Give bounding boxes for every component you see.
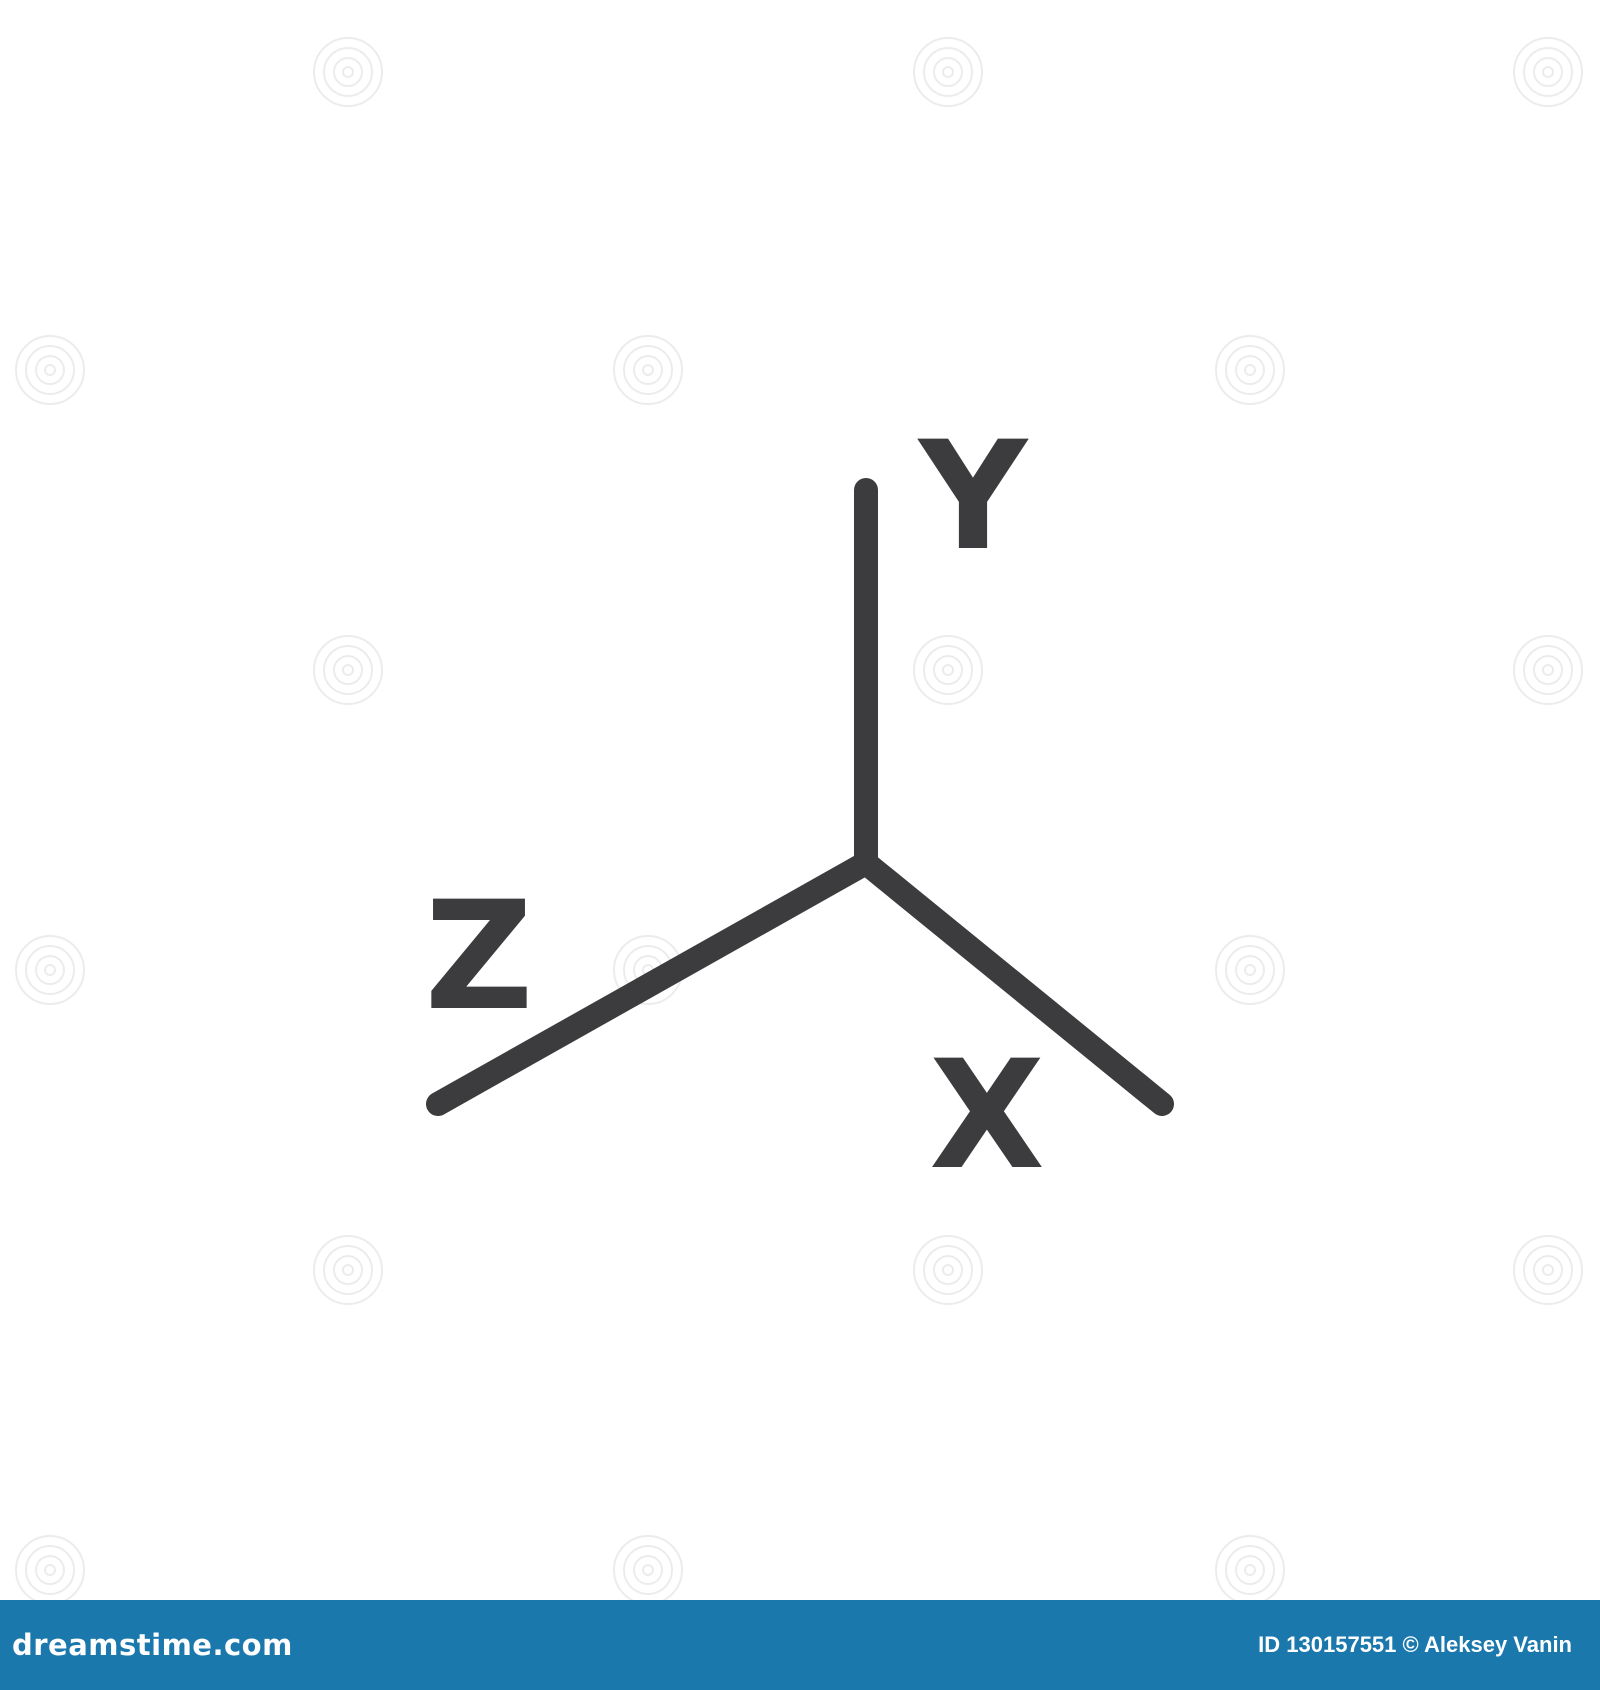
spiral-watermark-icon: [333, 1255, 363, 1285]
spiral-watermark-icon: [623, 1545, 673, 1595]
spiral-watermark-icon: [613, 1535, 683, 1600]
footer-bar: dreamstime.com ID 130157551 © Aleksey Va…: [0, 1600, 1600, 1690]
spiral-watermark-icon: [333, 655, 363, 685]
spiral-watermark-icon: [933, 1255, 963, 1285]
spiral-watermark-icon: [313, 37, 383, 107]
spiral-watermark-icon: [44, 964, 56, 976]
spiral-watermark-icon: [342, 1264, 354, 1276]
axis-label-y: Y: [917, 410, 1030, 584]
spiral-watermark-icon: [642, 1564, 654, 1576]
spiral-watermark-icon: [1523, 645, 1573, 695]
spiral-watermark-icon: [1225, 1545, 1275, 1595]
spiral-watermark-icon: [1215, 1535, 1285, 1600]
spiral-watermark-icon: [1244, 1564, 1256, 1576]
spiral-watermark-icon: [1533, 1255, 1563, 1285]
spiral-watermark-icon: [942, 664, 954, 676]
spiral-watermark-icon: [1542, 1264, 1554, 1276]
spiral-watermark-icon: [933, 57, 963, 87]
spiral-watermark-icon: [35, 355, 65, 385]
spiral-watermark-icon: [313, 635, 383, 705]
spiral-watermark-icon: [623, 345, 673, 395]
spiral-watermark-icon: [1533, 57, 1563, 87]
spiral-watermark-icon: [942, 1264, 954, 1276]
spiral-watermark-icon: [15, 1535, 85, 1600]
spiral-watermark-icon: [1244, 964, 1256, 976]
spiral-watermark-icon: [923, 645, 973, 695]
spiral-watermark-icon: [1225, 945, 1275, 995]
spiral-watermark-icon: [342, 664, 354, 676]
spiral-watermark-icon: [44, 1564, 56, 1576]
spiral-watermark-icon: [1235, 1555, 1265, 1585]
spiral-watermark-icon: [1225, 345, 1275, 395]
spiral-watermark-icon: [15, 37, 1583, 1600]
spiral-watermark-icon: [642, 364, 654, 376]
spiral-watermark-icon: [913, 37, 983, 107]
spiral-watermark-icon: [933, 655, 963, 685]
spiral-watermark-icon: [1215, 335, 1285, 405]
spiral-watermark-icon: [942, 66, 954, 78]
z-axis-line: [426, 851, 878, 1116]
spiral-watermark-icon: [342, 66, 354, 78]
spiral-watermark-icon: [1523, 47, 1573, 97]
spiral-watermark-icon: [323, 645, 373, 695]
spiral-watermark-icon: [25, 345, 75, 395]
spiral-watermark-icon: [1235, 955, 1265, 985]
spiral-watermark-icon: [25, 1545, 75, 1595]
spiral-watermark-icon: [913, 1235, 983, 1305]
spiral-watermark-icon: [1542, 66, 1554, 78]
spiral-watermark-icon: [333, 57, 363, 87]
spiral-watermark-icon: [1215, 935, 1285, 1005]
spiral-watermark-icon: [633, 1555, 663, 1585]
spiral-watermark-icon: [313, 1235, 383, 1305]
image-credit: ID 130157551 © Aleksey Vanin: [1258, 1632, 1572, 1657]
spiral-watermark-icon: [1513, 635, 1583, 705]
spiral-watermark-icon: [323, 1245, 373, 1295]
spiral-watermark-icon: [35, 955, 65, 985]
spiral-watermark-icon: [15, 935, 85, 1005]
axis-label-x: X: [929, 1029, 1045, 1203]
spiral-watermark-icon: [633, 355, 663, 385]
spiral-watermark-icon: [1513, 1235, 1583, 1305]
spiral-watermark-icon: [15, 335, 85, 405]
spiral-watermark-icon: [923, 1245, 973, 1295]
spiral-watermark-icon: [25, 945, 75, 995]
axis-label-z: Z: [425, 870, 534, 1044]
spiral-watermark-icon: [44, 364, 56, 376]
axes-diagram: Y Z X: [425, 410, 1174, 1203]
spiral-watermark-icon: [913, 635, 983, 705]
spiral-watermark-icon: [923, 47, 973, 97]
spiral-watermark-icon: [1533, 655, 1563, 685]
spiral-watermark-icon: [323, 47, 373, 97]
spiral-watermark-icon: [613, 335, 683, 405]
watermark-layer: [15, 37, 1583, 1600]
image-canvas: Y Z X: [15, 37, 1583, 1600]
spiral-watermark-icon: [1523, 1245, 1573, 1295]
spiral-watermark-icon: [35, 1555, 65, 1585]
spiral-watermark-icon: [1513, 37, 1583, 107]
spiral-watermark-icon: [1244, 364, 1256, 376]
x-axis-line: [854, 851, 1174, 1116]
spiral-watermark-icon: [1542, 664, 1554, 676]
spiral-watermark-icon: [1235, 355, 1265, 385]
brand-logo: dreamstime.com: [12, 1628, 293, 1662]
